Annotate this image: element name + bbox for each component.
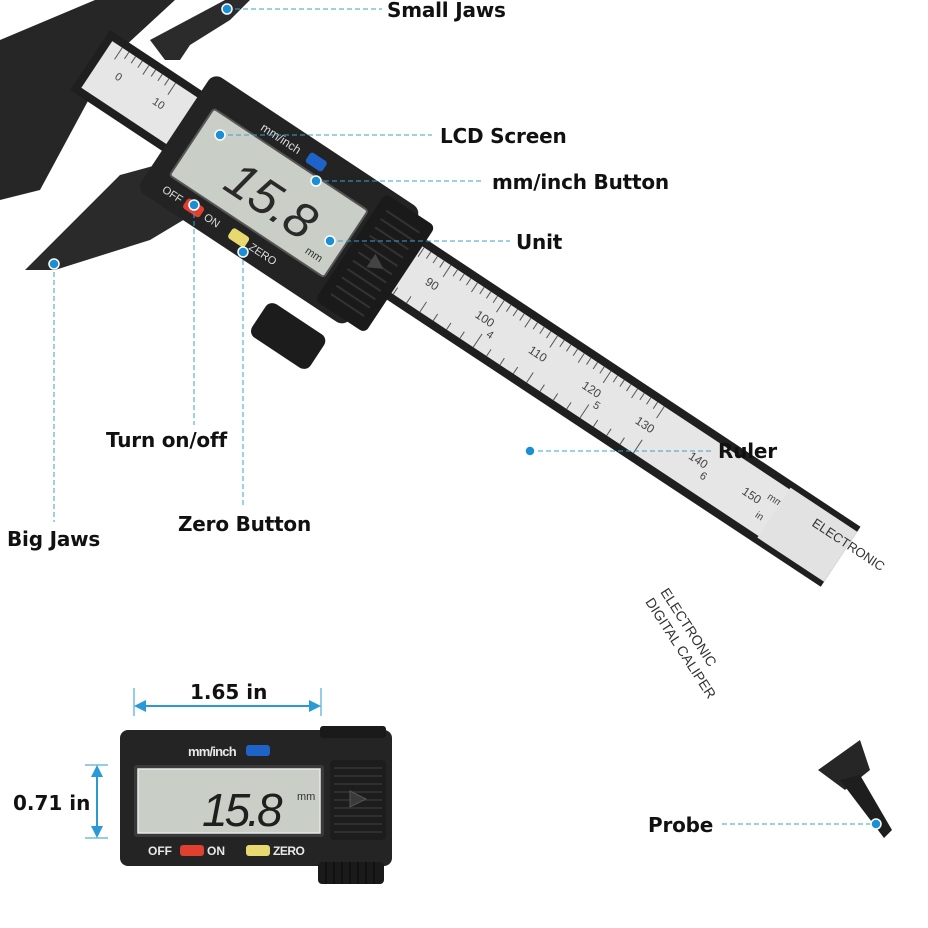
callout-big-jaws: Big Jaws <box>7 527 101 551</box>
lcd-screen <box>169 108 368 278</box>
on-off-marker <box>188 199 200 211</box>
front-off-label: OFF <box>148 844 172 858</box>
callout-turn-on-off: Turn on/off <box>106 428 227 452</box>
front-lcd-unit: mm <box>297 791 315 803</box>
height-arrow-up-icon <box>91 765 103 777</box>
scale-label-0: 0 <box>112 71 124 84</box>
probe-marker <box>870 818 882 830</box>
callout-mm-inch-button: mm/inch Button <box>492 170 669 194</box>
callout-small-jaws: Small Jaws <box>387 0 506 22</box>
front-mm-inch-button[interactable] <box>246 745 270 756</box>
height-arrow-down-icon <box>91 826 103 838</box>
front-on-label: ON <box>207 844 225 858</box>
front-zero-label: ZERO <box>273 844 305 858</box>
scale-in-5: 5 <box>591 399 603 412</box>
callout-lcd-screen: LCD Screen <box>440 124 567 148</box>
front-lcd-value: 15.8 <box>202 784 283 836</box>
unit-marker <box>324 235 336 247</box>
mm-inch-button-marker <box>310 175 322 187</box>
lcd-screen-marker <box>214 129 226 141</box>
front-on-off-button[interactable] <box>180 845 204 856</box>
width-arrow-right-icon <box>309 700 321 712</box>
scale-in-4: 4 <box>484 329 496 342</box>
dimension-height: 0.71 in <box>13 791 91 815</box>
caliper-body: 0 10 90 100 110 120 130 140 150 4 5 6 mm… <box>0 0 888 587</box>
probe <box>840 775 892 838</box>
display-head: 15.8 mm mm/inch OFF ON ZERO <box>140 76 434 331</box>
front-lcd-screen <box>137 768 321 834</box>
big-jaws-marker <box>48 258 60 270</box>
callout-zero-button: Zero Button <box>178 512 312 536</box>
width-arrow-left-icon <box>134 700 146 712</box>
callout-probe: Probe <box>648 813 714 837</box>
mm-inch-button[interactable] <box>305 151 328 172</box>
zero-button[interactable] <box>227 227 250 248</box>
front-mm-inch-label: mm/inch <box>188 744 237 759</box>
zero-button-marker <box>237 246 249 258</box>
scale-in-6: 6 <box>697 470 709 483</box>
dimension-width: 1.65 in <box>190 680 268 704</box>
scale-label-10: 10 <box>150 96 167 113</box>
callout-unit: Unit <box>516 230 563 254</box>
small-jaws-marker <box>221 3 233 15</box>
slide-arrow-icon <box>349 790 368 808</box>
front-view: 15.8 mm mm/inch OFF ON ZERO <box>85 688 392 884</box>
front-zero-button[interactable] <box>246 845 270 856</box>
ruler-marker <box>524 445 536 457</box>
callout-ruler: Ruler <box>718 439 777 463</box>
